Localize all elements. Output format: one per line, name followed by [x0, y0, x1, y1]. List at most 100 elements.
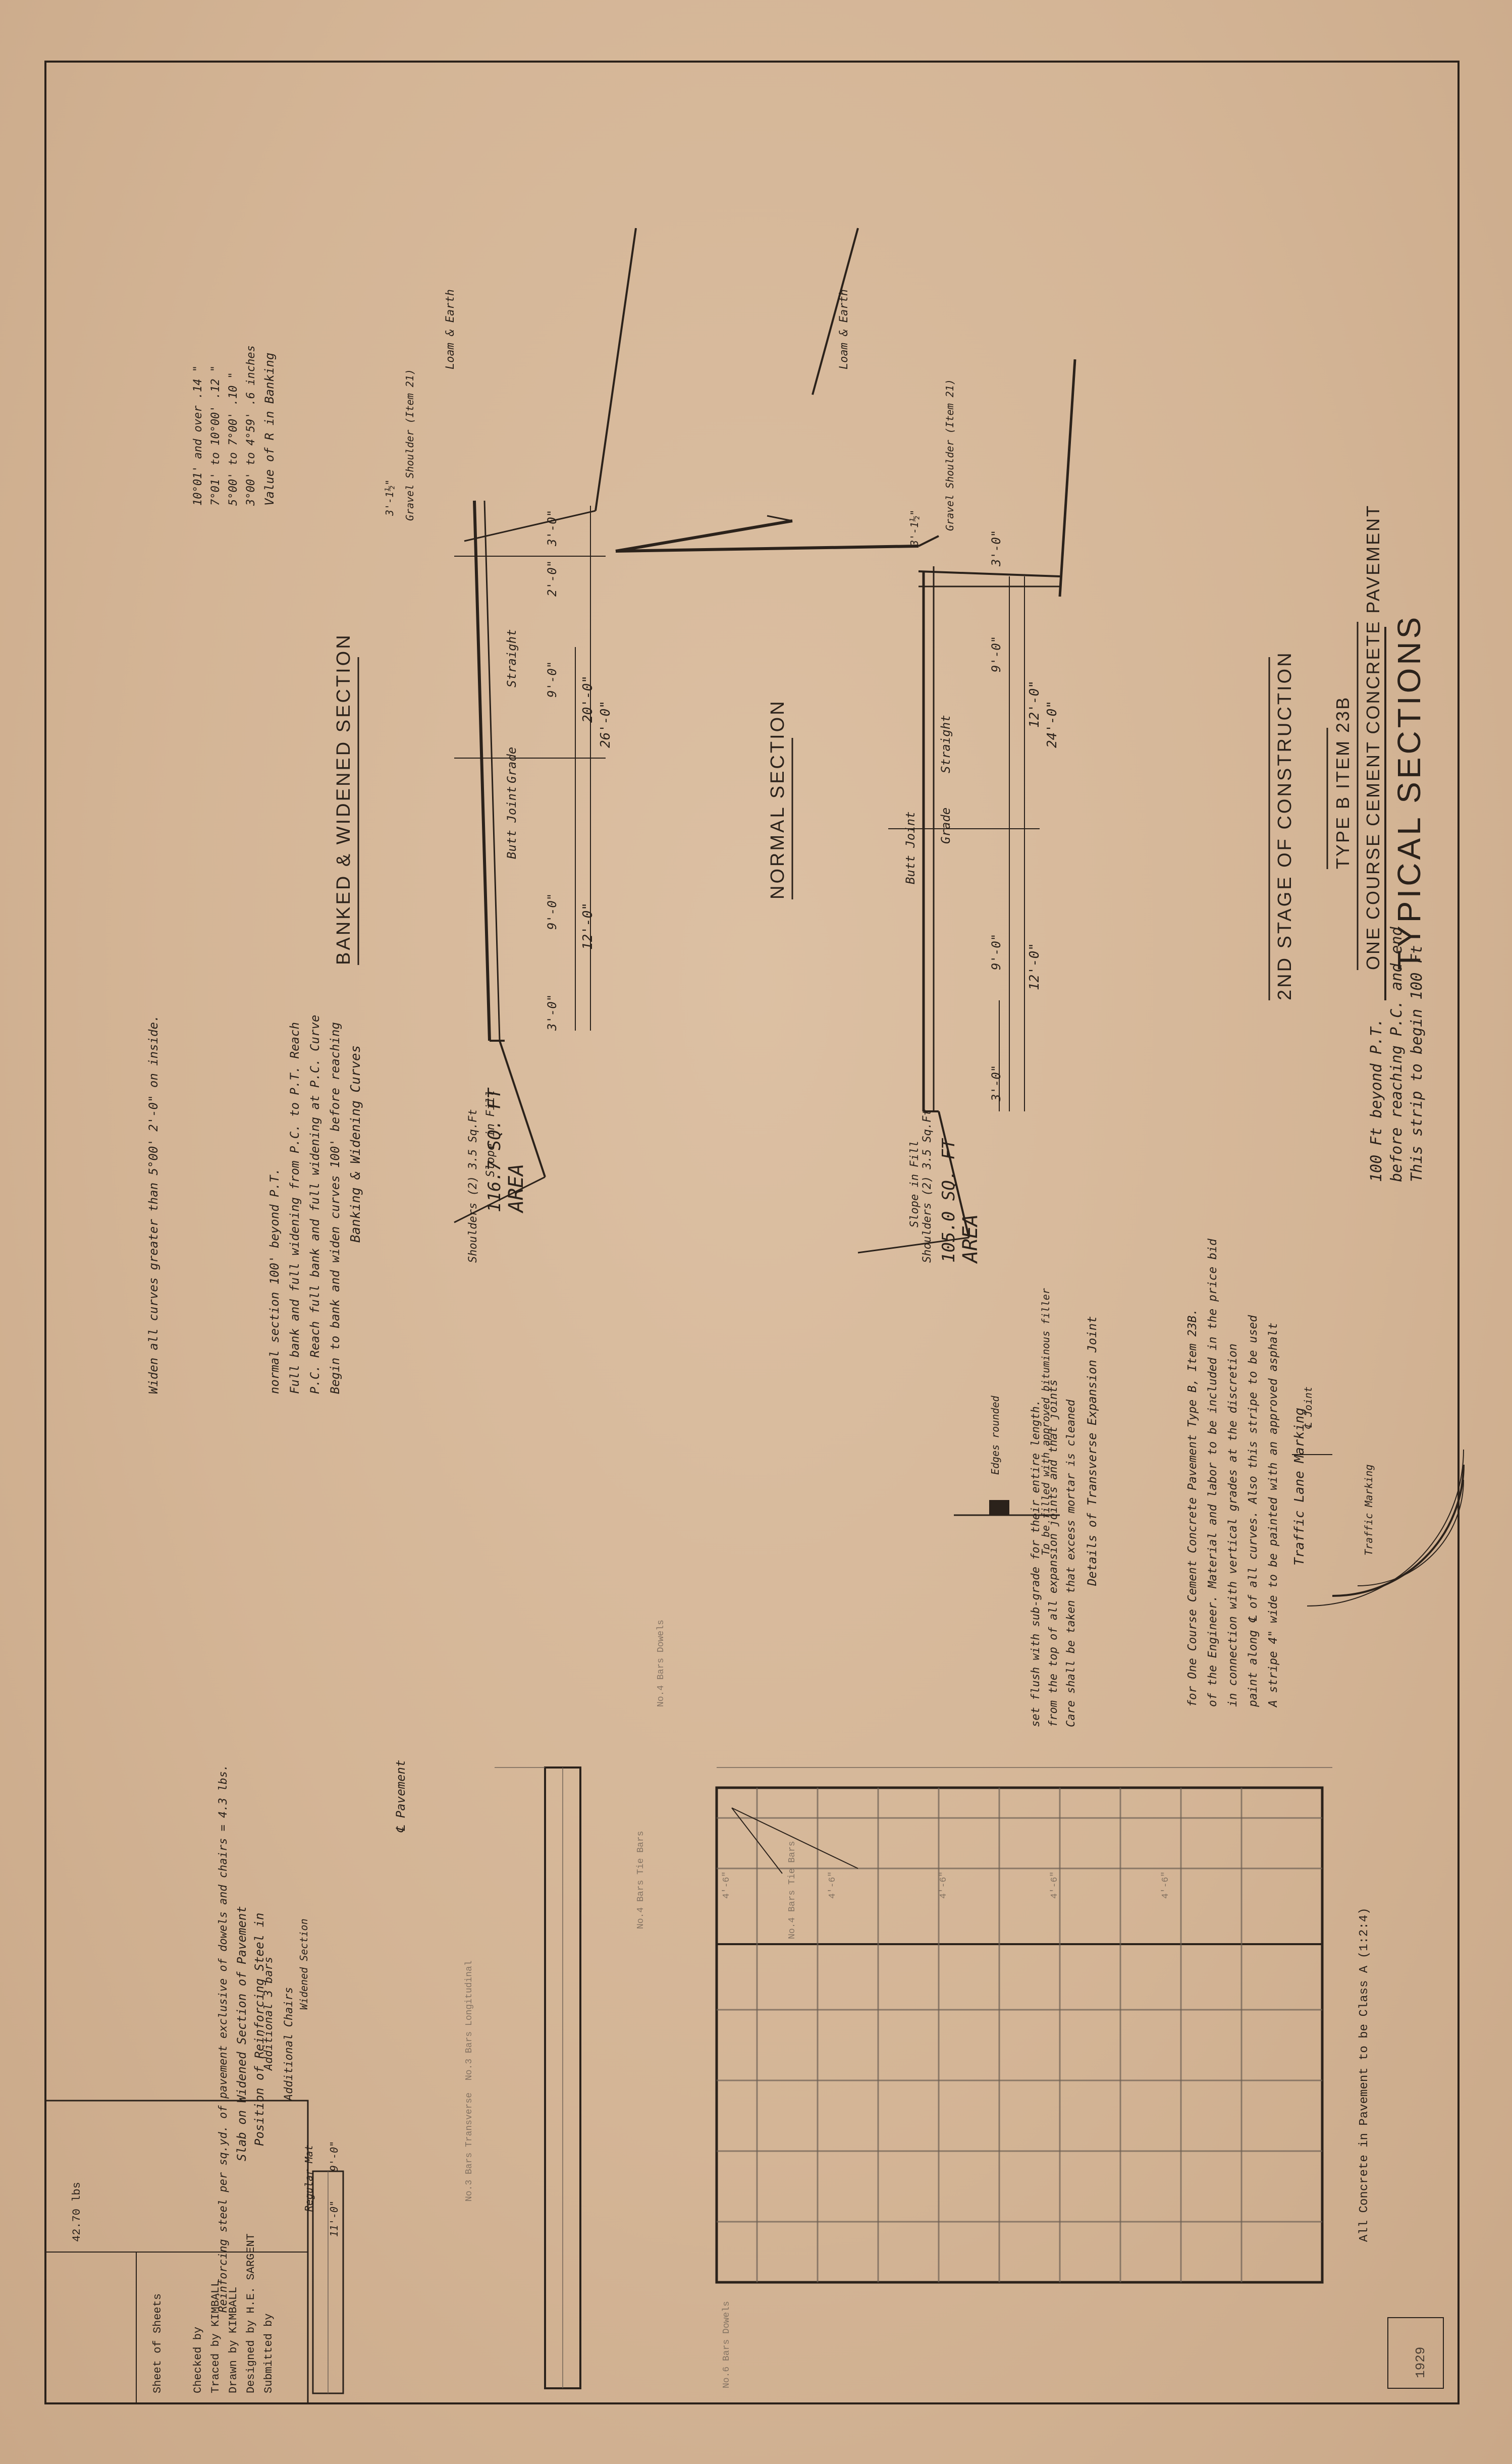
normal-shoulder-left: 3'-0"	[989, 529, 1003, 566]
banked-note-straight: Straight	[505, 629, 519, 687]
title-block-lines	[44, 2100, 309, 2404]
rate-row-4: 10°01' and over .14 "	[192, 365, 204, 506]
normal-note-thick: 3'-1½"	[908, 509, 921, 546]
banked-extra: 2'-0"	[545, 560, 559, 597]
expansion-line-1: Care shall be taken that excess mortar i…	[1065, 1399, 1077, 1727]
normal-note-gravel: Gravel Shoulder (Item 21)	[944, 379, 956, 531]
banked-right-half: 12'-0"	[580, 902, 596, 950]
traffic-heading: Traffic Lane Marking	[1292, 1407, 1307, 1566]
normal-area-value: 105.0 SQ. FT	[939, 1139, 959, 1263]
expansion-line-3: set flush with sub-grade for their entir…	[1030, 1399, 1042, 1727]
banking-line-3: Full bank and full widening from P.C. to…	[288, 1022, 302, 1394]
normal-lane-b: 9'-0"	[989, 933, 1003, 970]
title-line3: TYPE B ITEM 23B	[1332, 695, 1353, 869]
banked-note-butt: Butt Joint	[505, 786, 519, 860]
title-line4: 2ND STAGE OF CONSTRUCTION	[1274, 651, 1295, 1000]
tb-traced: Traced by KIMBALL	[209, 2280, 222, 2393]
rate-row-2: 5°00' to 7°00' .10 "	[227, 372, 240, 506]
normal-shoulder-right: 3'-0"	[989, 1064, 1003, 1101]
normal-left-half: 12'-0"	[1027, 680, 1042, 728]
strip-note-2: before reaching P.C. and end	[1388, 927, 1406, 1182]
normal-note-loam: Loam & Earth	[838, 289, 850, 369]
banked-note-thick: 3'-1½"	[384, 479, 396, 516]
traffic-joint-label: ℄ Joint	[1302, 1386, 1314, 1429]
traffic-line-2: paint along ℄ of all curves. Also this s…	[1247, 1315, 1260, 1707]
reinforcing-pavement-cl: ℄ Pavement	[394, 1759, 408, 1833]
reinforcing-plan	[715, 1767, 1332, 2284]
banked-area-note: Shoulders (2) 3.5 Sq.Ft	[467, 1109, 479, 1263]
banking-line-2: P.C. Reach full bank and full widening a…	[308, 1014, 322, 1394]
reinforcing-heading2: Slab on Widened Section of Pavement	[235, 1906, 249, 2161]
date-stamp: 1929	[1413, 2346, 1428, 2378]
normal-note-straight: Straight	[939, 715, 953, 773]
dim-strip-2: 4'-6"	[828, 1871, 838, 1899]
expansion-joint-detail	[954, 1500, 1060, 1516]
banking-line-4: normal section 100' beyond P.T.	[267, 1168, 282, 1394]
dim-strip-5: 4'-6"	[1161, 1871, 1171, 1899]
traffic-line-3: in connection with vertical grades at th…	[1226, 1343, 1239, 1707]
tb-drawn: Drawn by KIMBALL	[227, 2286, 240, 2393]
bar-box-3: No.3 Bars Longitudinal	[464, 1960, 474, 2080]
all-concrete-note: All Concrete in Pavement to be Class A (…	[1358, 1907, 1371, 2242]
strip-note-1: This strip to begin 100 Ft	[1408, 945, 1426, 1182]
traffic-marking-detail	[1292, 1449, 1465, 1606]
tb-checked: Checked by	[192, 2326, 204, 2393]
dim-strip-3: 4'-6"	[939, 1871, 949, 1899]
banked-area: AREA	[505, 1163, 528, 1212]
banked-note-gravel: Gravel Shoulder (Item 21)	[404, 368, 416, 521]
banked-lane-a: 9'-0"	[545, 661, 559, 698]
reinforcing-widened: Widened Section	[298, 1918, 310, 2010]
expansion-edge: Edges rounded	[989, 1396, 1001, 1475]
banked-area-value: 116.7 SQ. FT	[484, 1088, 505, 1212]
banking-heading: Banking & Widening Curves	[348, 1045, 363, 1243]
expansion-line-2: from the top of all expansion joints and…	[1047, 1379, 1060, 1727]
banked-shoulder-right: 3'-0"	[545, 994, 559, 1031]
banked-note-grade: Grade	[505, 746, 519, 783]
normal-area-note: Shoulders (2) 3.5 Sq.Ft	[921, 1109, 934, 1263]
normal-lane-a: 9'-0"	[989, 635, 1003, 672]
bar-box-2: No.4 Bars Tie Bars	[636, 1831, 646, 1929]
strip-note-3: 100 Ft beyond P.T.	[1368, 1017, 1385, 1182]
normal-area: AREA	[959, 1214, 982, 1263]
traffic-line-5: for One Course Cement Concrete Pavement …	[1186, 1308, 1199, 1707]
bar-box-5: No.4 Bars Tie Bars	[787, 1841, 797, 1939]
normal-total: 24'-0"	[1045, 701, 1060, 748]
reinforcing-additional: Additional Chairs	[283, 1987, 295, 2101]
dim-strip-1: 4'-6"	[722, 1871, 732, 1899]
title-line2: ONE COURSE CEMENT CONCRETE PAVEMENT	[1363, 504, 1383, 970]
banked-note-loam: Loam & Earth	[444, 289, 457, 369]
banking-line-5: Widen all curves greater than 5°00' 2'-0…	[146, 1014, 160, 1394]
rate-row-3: 7°01' to 10°00' .12 "	[209, 365, 222, 506]
bar-box-6: No.6 Bars Dowels	[722, 2301, 732, 2388]
normal-right-half: 12'-0"	[1027, 943, 1042, 990]
banked-section-drawing	[454, 228, 637, 1223]
banked-section-label: BANKED & WIDENED SECTION	[333, 633, 354, 965]
rate-row-1: 3°00' to 4°59' .6 inches	[245, 345, 257, 506]
tb-submitted: Submitted by	[262, 2313, 275, 2393]
tb-sheet: Sheet of Sheets	[151, 2293, 164, 2393]
banked-left-half: 20'-0"	[580, 675, 596, 723]
rate-table-heading: Value of R in Banking	[262, 352, 277, 506]
reinforcing-regular: Regular Mat	[303, 2145, 315, 2212]
tb-designed: Designed by H.E. SARGENT	[245, 2233, 257, 2393]
normal-section-label: NORMAL SECTION	[767, 699, 788, 899]
normal-note-slope: Slope in Fill	[908, 1140, 921, 1227]
reinforcing-dim-1: 11'-0"	[328, 2200, 340, 2237]
tb-total: 42.70 lbs	[71, 2182, 83, 2242]
title-main: TYPICAL SECTIONS	[1391, 614, 1427, 970]
normal-note-butt: Butt Joint	[903, 811, 917, 885]
dim-strip-4: 4'-6"	[1050, 1871, 1060, 1899]
banked-shoulder-left: 3'-0"	[545, 509, 559, 546]
normal-note-grade: Grade	[939, 807, 953, 844]
reinforcing-note: Reinforcing steel per sq.yd. of pavement…	[217, 1764, 230, 2313]
reinforcing-dim-2: 9'-0"	[328, 2140, 340, 2171]
traffic-line-4: of the Engineer. Material and labor to b…	[1206, 1239, 1219, 1707]
bar-box-1: No.4 Bars Dowels	[656, 1620, 666, 1707]
traffic-line-1: A stripe 4" wide to be painted with an a…	[1267, 1322, 1280, 1707]
banked-lane-b: 9'-0"	[545, 893, 559, 930]
expansion-heading: Details of Transverse Expansion Joint	[1085, 1316, 1099, 1586]
widened-slab-strip	[312, 1766, 581, 2394]
